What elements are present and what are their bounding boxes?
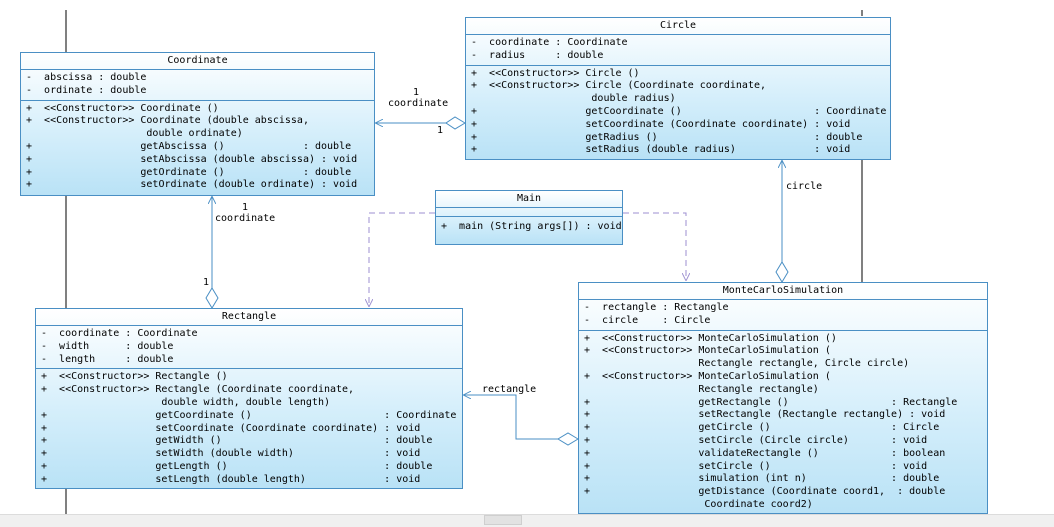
attribute: - ordinate : double <box>26 84 147 96</box>
operation: + setOrdinate (double ordinate) : void <box>26 179 358 191</box>
operation: + getRadius () : double <box>471 131 863 143</box>
class-coordinate-attributes: - abscissa : double - ordinate : double <box>21 70 374 101</box>
operation: Coordinate coord2) <box>584 498 813 510</box>
operation: + <<Constructor>> Coordinate () <box>26 102 219 114</box>
attribute: - abscissa : double <box>26 72 147 83</box>
association-circle-coordinate[interactable]: 1 coordinate 1 <box>376 87 466 136</box>
multiplicity-target: 1 <box>413 87 419 98</box>
operation: + getCoordinate () : Coordinate <box>41 409 457 421</box>
operation: + <<Constructor>> Coordinate (double abs… <box>26 115 309 127</box>
operation: + setAbscissa (double abscissa) : void <box>26 153 358 165</box>
operation: + setLength (double length) : void <box>41 473 421 485</box>
aggregation-diamond <box>775 261 789 283</box>
class-coordinate-operations: + <<Constructor>> Coordinate () + <<Cons… <box>21 101 374 195</box>
operation: + <<Constructor>> MonteCarloSimulation ( <box>584 370 831 382</box>
operation: + getWidth () : double <box>41 435 433 447</box>
horizontal-scrollbar[interactable] <box>0 514 1054 527</box>
association-role-label: coordinate <box>388 98 448 109</box>
class-coordinate[interactable]: Coordinate - abscissa : double - ordinat… <box>20 52 375 196</box>
class-rectangle-title: Rectangle <box>36 309 462 326</box>
operation: + setWidth (double width) : void <box>41 448 421 460</box>
multiplicity-target: 1 <box>242 202 248 213</box>
association-role-label: coordinate <box>215 213 275 224</box>
class-main-operations: + main (String args[]) : void <box>436 217 622 236</box>
class-main[interactable]: Main + main (String args[]) : void <box>435 190 623 245</box>
operation: double radius) <box>471 93 676 105</box>
aggregation-diamond <box>445 116 466 130</box>
class-main-title: Main <box>436 191 622 208</box>
attribute: - radius : double <box>471 49 604 61</box>
operation: + setCircle () : void <box>584 460 928 472</box>
operation: + validateRectangle () : boolean <box>584 447 946 459</box>
association-line <box>464 395 558 440</box>
class-circle-attributes: - coordinate : Coordinate - radius : dou… <box>466 35 890 66</box>
operation: + getCoordinate () : Coordinate <box>471 105 887 117</box>
dependency-main-rectangle[interactable] <box>369 212 435 306</box>
operation: + getCircle () : Circle <box>584 422 940 434</box>
attribute: - width : double <box>41 340 174 352</box>
association-role-label: circle <box>786 181 822 192</box>
attribute: - coordinate : Coordinate <box>41 328 198 339</box>
multiplicity-source: 1 <box>203 277 209 288</box>
class-montecarlo-attributes: - rectangle : Rectangle - circle : Circl… <box>579 300 987 331</box>
operation: + setRadius (double radius) : void <box>471 144 851 156</box>
operation: + getRectangle () : Rectangle <box>584 396 958 408</box>
class-rectangle[interactable]: Rectangle - coordinate : Coordinate - wi… <box>35 308 463 489</box>
class-coordinate-title: Coordinate <box>21 53 374 70</box>
operation: double ordinate) <box>26 128 243 140</box>
class-montecarlo-title: MonteCarloSimulation <box>579 283 987 300</box>
operation: + <<Constructor>> Circle () <box>471 67 640 79</box>
class-rectangle-attributes: - coordinate : Coordinate - width : doub… <box>36 326 462 370</box>
operation: + getOrdinate () : double <box>26 166 352 178</box>
operation: double width, double length) <box>41 396 330 408</box>
attribute: - rectangle : Rectangle <box>584 302 729 313</box>
class-rectangle-operations: + <<Constructor>> Rectangle () + <<Const… <box>36 369 462 488</box>
class-montecarlo-operations: + <<Constructor>> MonteCarloSimulation (… <box>579 331 987 514</box>
operation: + <<Constructor>> MonteCarloSimulation ( <box>584 345 831 357</box>
association-montecarlo-rectangle[interactable]: rectangle <box>464 384 579 446</box>
operation: + setRectangle (Rectangle rectangle) : v… <box>584 409 946 421</box>
operation: + getLength () : double <box>41 460 433 472</box>
operation: + <<Constructor>> MonteCarloSimulation (… <box>584 332 837 344</box>
class-circle-operations: + <<Constructor>> Circle () + <<Construc… <box>466 66 890 160</box>
operation: + <<Constructor>> Rectangle (Coordinate … <box>41 384 355 396</box>
operation: + <<Constructor>> Circle (Coordinate coo… <box>471 80 767 92</box>
operation: + setCoordinate (Coordinate coordinate) … <box>41 422 421 434</box>
aggregation-diamond <box>205 287 219 309</box>
attribute: - length : double <box>41 353 174 365</box>
operation: + setCircle (Circle circle) : void <box>584 434 928 446</box>
attribute: - circle : Circle <box>584 314 711 326</box>
association-role-label: rectangle <box>482 384 536 395</box>
operation: Rectangle rectangle, Circle circle) <box>584 358 910 370</box>
dependency-main-montecarlo[interactable] <box>623 212 686 280</box>
operation: + main (String args[]) : void <box>441 221 622 232</box>
operation: Rectangle rectangle) <box>584 383 819 395</box>
multiplicity-source: 1 <box>437 125 443 136</box>
class-montecarlo-simulation[interactable]: MonteCarloSimulation - rectangle : Recta… <box>578 282 988 514</box>
scrollbar-thumb[interactable] <box>484 515 522 525</box>
operation: + getDistance (Coordinate coord1, : doub… <box>584 486 946 498</box>
class-main-attributes <box>436 208 622 217</box>
operation: + setCoordinate (Coordinate coordinate) … <box>471 118 851 130</box>
association-montecarlo-circle[interactable]: circle <box>775 161 822 283</box>
dependency-line <box>369 212 435 306</box>
attribute: - coordinate : Coordinate <box>471 37 628 48</box>
aggregation-diamond <box>557 432 579 446</box>
class-circle[interactable]: Circle - coordinate : Coordinate - radiu… <box>465 17 891 160</box>
class-circle-title: Circle <box>466 18 890 35</box>
association-rectangle-coordinate[interactable]: 1 coordinate 1 <box>203 197 275 309</box>
dependency-line <box>623 212 686 280</box>
operation: + simulation (int n) : double <box>584 473 940 485</box>
operation: + getAbscissa () : double <box>26 140 352 152</box>
operation: + <<Constructor>> Rectangle () <box>41 371 228 383</box>
